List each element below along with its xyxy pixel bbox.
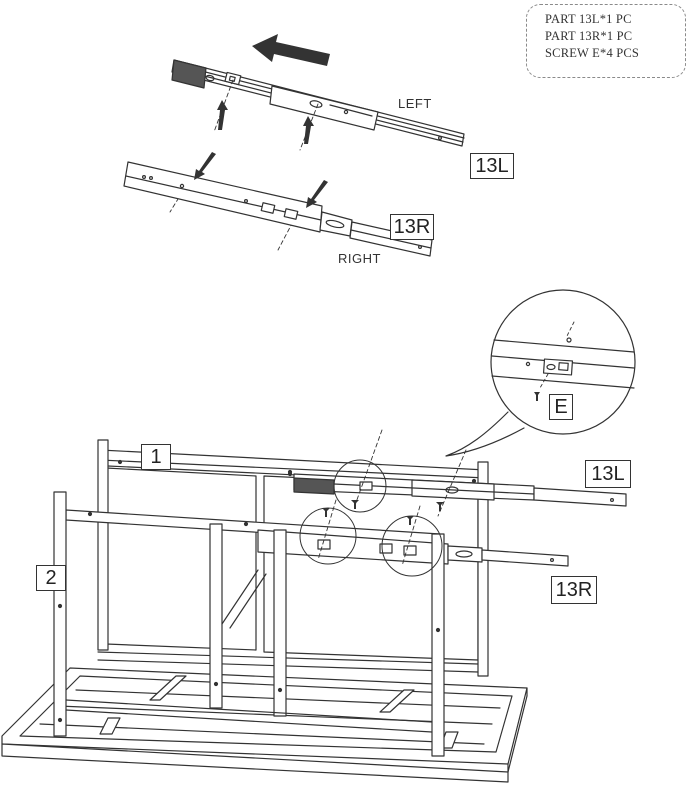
rail-13r-top	[123, 161, 433, 257]
label-left: LEFT	[398, 96, 432, 111]
legs-front	[53, 491, 445, 757]
tag-screw-e: E	[549, 394, 573, 420]
table-base-frame	[1, 667, 528, 783]
rail-13r-installed	[257, 529, 569, 567]
tag-13l-top: 13L	[470, 153, 514, 179]
parts-list-box: PART 13L*1 PC PART 13R*1 PC SCREW E*4 PC…	[526, 4, 686, 78]
arrow-slide-direction	[252, 34, 330, 66]
rail-13l-installed	[287, 471, 627, 507]
tag-part-2: 2	[36, 565, 66, 591]
parts-list-line-13r: PART 13R*1 PC	[545, 29, 633, 43]
tag-part-1: 1	[141, 444, 171, 470]
zoom-callout	[445, 289, 636, 457]
parts-list-line-screw: SCREW E*4 PCS	[545, 46, 640, 60]
tag-13r-installed: 13R	[551, 576, 597, 604]
screw-e-icons	[322, 500, 444, 525]
arrows-up	[217, 100, 314, 144]
legs-back	[97, 439, 489, 677]
arrows-down	[194, 152, 328, 208]
tag-13r-top: 13R	[390, 214, 434, 240]
screw-guide-lines-install	[317, 429, 467, 567]
tag-13l-installed: 13L	[585, 460, 631, 488]
label-right: RIGHT	[338, 251, 381, 266]
parts-list-line-13l: PART 13L*1 PC	[545, 12, 632, 26]
